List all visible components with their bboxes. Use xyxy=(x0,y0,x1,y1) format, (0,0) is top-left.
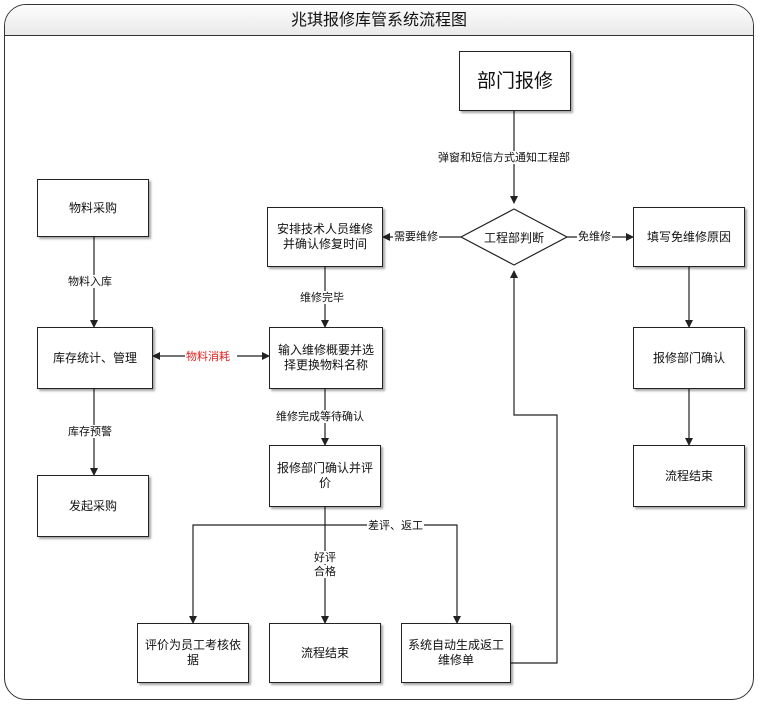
title-bar: 兆琪报修库管系统流程图 xyxy=(5,5,753,36)
node-enter-summary: 输入维修概要并选择更换物料名称 xyxy=(269,327,383,389)
node-flow-end-bottom-label: 流程结束 xyxy=(300,645,349,660)
node-dept-confirm-evaluate: 报修部门确认并评价 xyxy=(269,445,381,507)
node-flow-end-bottom: 流程结束 xyxy=(269,623,381,683)
arrow-evaluate-to-basis xyxy=(189,524,325,624)
decision-diamond xyxy=(459,208,569,266)
node-dept-confirm-evaluate-label: 报修部门确认并评价 xyxy=(276,461,373,490)
arrow-evaluate-to-rework xyxy=(325,524,461,624)
edge-label-repair-done: 维修完毕 xyxy=(299,291,345,304)
edge-label-material-consume: 物料消耗 xyxy=(185,350,231,363)
node-fill-no-repair-reason: 填写免维修原因 xyxy=(633,207,745,267)
diagram-title: 兆琪报修库管系统流程图 xyxy=(290,10,467,29)
node-fill-no-repair-reason-label: 填写免维修原因 xyxy=(646,229,731,244)
node-dept-confirm: 报修部门确认 xyxy=(633,327,745,389)
node-material-purchase: 物料采购 xyxy=(37,179,149,237)
node-flow-end-right: 流程结束 xyxy=(633,445,745,507)
diagram-frame: 兆琪报修库管系统流程图 xyxy=(4,4,754,700)
arrow-rework-loop xyxy=(510,270,558,664)
node-dept-confirm-label: 报修部门确认 xyxy=(652,350,725,365)
edge-label-need-repair: 需要维修 xyxy=(393,230,439,243)
node-assign-technician-label: 安排技术人员维修并确认修复时间 xyxy=(276,222,373,251)
node-auto-rework-order: 系统自动生成返工维修单 xyxy=(401,623,511,683)
edge-label-await-confirm: 维修完成等待确认 xyxy=(275,410,365,423)
node-start-purchase-label: 发起采购 xyxy=(68,498,117,513)
node-dept-report: 部门报修 xyxy=(459,51,571,111)
edge-label-qualified: 合格 xyxy=(313,565,337,578)
node-start-purchase: 发起采购 xyxy=(37,475,149,537)
node-flow-end-right-label: 流程结束 xyxy=(664,468,713,483)
edge-label-bad-review: 差评、返工 xyxy=(367,519,424,532)
node-enter-summary-label: 输入维修概要并选择更换物料名称 xyxy=(277,343,374,372)
edge-label-no-repair: 免维修 xyxy=(577,230,612,243)
edge-label-notify: 弹窗和短信方式通知工程部 xyxy=(437,151,571,164)
node-dept-report-label: 部门报修 xyxy=(476,69,553,92)
node-assign-technician: 安排技术人员维修并确认修复时间 xyxy=(267,207,383,267)
node-evaluation-basis: 评价为员工考核依据 xyxy=(137,623,249,683)
node-engineering-decision-label: 工程部判断 xyxy=(483,231,544,245)
node-inventory-manage: 库存统计、管理 xyxy=(37,327,153,389)
node-auto-rework-order-label: 系统自动生成返工维修单 xyxy=(407,638,504,667)
connector-layer xyxy=(90,111,693,664)
node-material-purchase-label: 物料采购 xyxy=(68,200,117,215)
edge-label-good-review: 好评 xyxy=(313,551,337,564)
edge-label-stock-alert: 库存预警 xyxy=(67,425,113,438)
node-inventory-manage-label: 库存统计、管理 xyxy=(52,350,137,365)
node-evaluation-basis-label: 评价为员工考核依据 xyxy=(144,638,241,667)
edge-label-stock-in: 物料入库 xyxy=(67,275,113,288)
